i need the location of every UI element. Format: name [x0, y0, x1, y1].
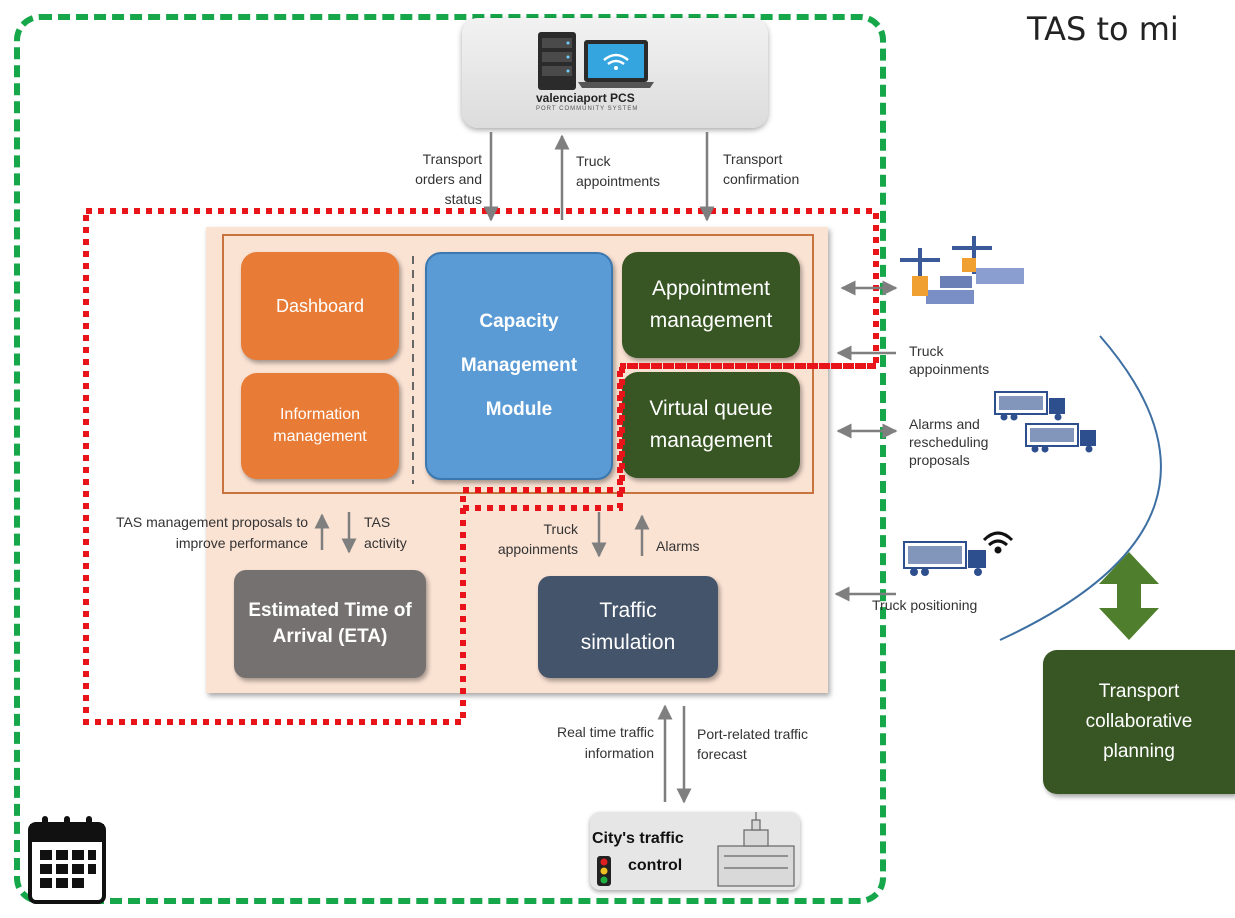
flow-label-sim-appointments: Truck appoinments: [497, 521, 578, 557]
flow-label-transport-confirmation: Transport confirmation: [723, 151, 800, 187]
city-traffic-label-line1: City's traffic: [592, 830, 684, 847]
truck-icon: [994, 391, 1065, 421]
city-traffic-control-box: [590, 812, 800, 890]
flow-label-truck-appointments: Truck appointments: [576, 153, 661, 189]
tas-system-boundary: [14, 14, 886, 904]
flow-label-truck-appoinments-right: Truck appoinments: [909, 343, 990, 377]
appointment-management-module: Appointment management: [622, 252, 800, 358]
port-cranes-icon: [900, 236, 1024, 304]
flow-label-tas-activity: TAS activity: [364, 514, 407, 551]
planning-boundary-curve: [999, 335, 1162, 641]
capacity-management-module: Capacity Management Module: [425, 252, 613, 480]
double-arrow-icon: [1099, 552, 1159, 640]
traffic-simulation-module: Traffic simulation: [538, 576, 718, 678]
virtual-queue-module: Virtual queue management: [622, 372, 800, 478]
truck-icon: [1025, 423, 1096, 453]
flow-label-traffic-forecast: Port-related traffic forecast: [697, 726, 809, 762]
wifi-icon: [982, 531, 1014, 554]
truck-icon: [903, 541, 986, 576]
information-management-module: Information management: [241, 373, 399, 479]
page-title: TAS to mi: [1027, 10, 1179, 48]
pcs-logo-text: valenciaport PCS: [536, 91, 635, 105]
pcs-logo-subtitle: PORT COMMUNITY SYSTEM: [536, 106, 639, 112]
flow-label-alarms-rescheduling: Alarms and rescheduling proposals: [909, 416, 989, 468]
dashboard-module: Dashboard: [241, 252, 399, 360]
flow-label-truck-positioning: Truck positioning: [872, 597, 978, 613]
city-traffic-label-line2: control: [628, 857, 683, 874]
transport-collaborative-planning-box: Transport collaborative planning: [1043, 650, 1235, 794]
eta-module: Estimated Time of Arrival (ETA): [234, 570, 426, 678]
flow-label-transport-orders: Transport orders and status: [415, 151, 482, 207]
flow-label-realtime-traffic: Real time traffic information: [557, 724, 654, 761]
flow-label-alarms: Alarms: [656, 538, 700, 554]
flow-label-proposals: TAS management proposals to improve perf…: [116, 514, 308, 551]
